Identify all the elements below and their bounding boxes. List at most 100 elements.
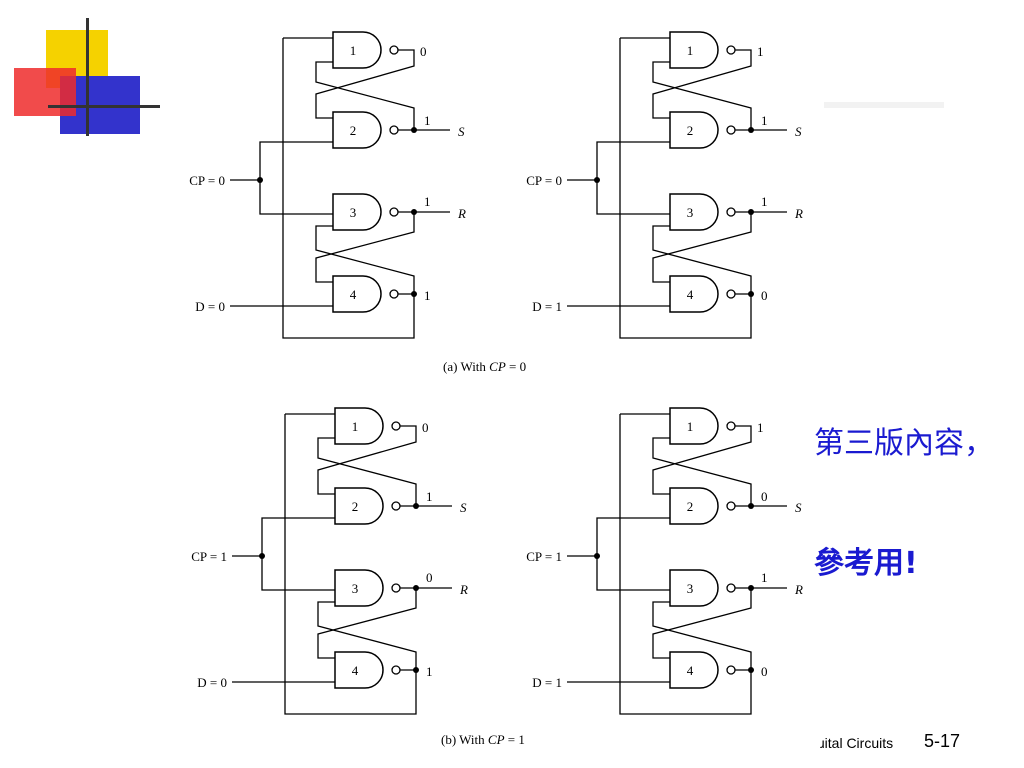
r-label: R xyxy=(794,582,803,597)
output-value-2: 1 xyxy=(424,113,431,128)
wire xyxy=(652,61,752,130)
output-value-1: 0 xyxy=(420,44,427,59)
output-value-3: 1 xyxy=(424,194,431,209)
gate-number: 2 xyxy=(687,499,694,514)
wire xyxy=(652,212,752,283)
inverter-bubble xyxy=(726,421,736,431)
inverter-bubble xyxy=(726,583,736,593)
output-value-1: 0 xyxy=(422,420,429,435)
output-value-1: 1 xyxy=(757,420,764,435)
note-line-1: 第三版內容， xyxy=(814,426,994,461)
wire xyxy=(284,414,417,715)
junction-dot xyxy=(748,291,754,297)
d-input-label: D = 0 xyxy=(197,675,227,690)
r-label: R xyxy=(459,582,468,597)
nand-gate-1 xyxy=(332,31,382,69)
inverter-bubble xyxy=(391,501,401,511)
output-value-3: 0 xyxy=(426,570,433,585)
s-label: S xyxy=(795,500,802,515)
inverter-bubble xyxy=(389,289,399,299)
cp-input-label: CP = 0 xyxy=(189,173,225,188)
junction-dot xyxy=(259,553,265,559)
inverter-bubble xyxy=(389,45,399,55)
caption-b: (b) With CP = 1 xyxy=(441,732,525,747)
junction-dot xyxy=(411,291,417,297)
nand-gate-3 xyxy=(332,193,382,231)
junction-dot xyxy=(413,585,419,591)
nand-gate-2 xyxy=(669,487,719,525)
junction-dot xyxy=(594,553,600,559)
wire xyxy=(261,517,335,591)
wire xyxy=(315,212,415,283)
output-value-4: 0 xyxy=(761,664,768,679)
output-value-2: 0 xyxy=(761,489,768,504)
wire xyxy=(317,601,417,670)
nand-gate-1 xyxy=(669,407,719,445)
junction-dot xyxy=(413,667,419,673)
inverter-bubble xyxy=(391,421,401,431)
output-value-2: 1 xyxy=(761,113,768,128)
gate-number: 4 xyxy=(352,663,359,678)
gate-number: 3 xyxy=(687,205,694,220)
wire xyxy=(317,425,417,495)
deco-vertical-line xyxy=(86,18,89,136)
inverter-bubble xyxy=(389,207,399,217)
output-value-4: 0 xyxy=(761,288,768,303)
nand-gate-4 xyxy=(332,275,382,313)
wire xyxy=(652,601,752,670)
gate-number: 4 xyxy=(687,287,694,302)
nand-gate-2 xyxy=(669,111,719,149)
gate-number: 3 xyxy=(687,581,694,596)
wire xyxy=(652,425,752,495)
d-input-label: D = 0 xyxy=(195,299,225,314)
gate-number: 2 xyxy=(350,123,357,138)
nand-gate-2 xyxy=(332,111,382,149)
wire xyxy=(282,38,415,339)
junction-dot xyxy=(594,177,600,183)
note-text: 第三版內容， 參考用! xyxy=(814,344,1019,624)
inverter-bubble xyxy=(726,665,736,675)
junction-dot xyxy=(748,503,754,509)
output-value-3: 1 xyxy=(761,570,768,585)
gate-number: 2 xyxy=(687,123,694,138)
d-input-label: D = 1 xyxy=(532,299,562,314)
wire xyxy=(315,49,415,119)
nand-gate-3 xyxy=(669,569,719,607)
note-line-2: 參考用! xyxy=(814,546,918,581)
junction-dot xyxy=(257,177,263,183)
output-value-4: 1 xyxy=(426,664,433,679)
nand-gate-4 xyxy=(334,651,384,689)
s-label: S xyxy=(460,500,467,515)
output-value-3: 1 xyxy=(761,194,768,209)
d-input-label: D = 1 xyxy=(532,675,562,690)
wire xyxy=(315,61,415,130)
caption-a: (a) With CP = 0 xyxy=(443,359,526,374)
nand-gate-4 xyxy=(669,651,719,689)
gate-number: 2 xyxy=(352,499,359,514)
nand-gate-1 xyxy=(334,407,384,445)
inverter-bubble xyxy=(726,501,736,511)
inverter-bubble xyxy=(726,289,736,299)
inverter-bubble xyxy=(726,45,736,55)
wire xyxy=(652,225,752,294)
s-label: S xyxy=(795,124,802,139)
junction-dot xyxy=(411,209,417,215)
wire xyxy=(619,414,752,715)
junction-dot xyxy=(748,127,754,133)
deco-horizontal-line xyxy=(48,105,160,108)
gate-number: 3 xyxy=(352,581,359,596)
wire xyxy=(596,517,670,591)
wire xyxy=(619,38,752,339)
deco-red-square xyxy=(14,68,76,116)
junction-dot xyxy=(413,503,419,509)
wire xyxy=(652,49,752,119)
inverter-bubble xyxy=(391,665,401,675)
wire xyxy=(652,588,752,659)
nand-gate-3 xyxy=(669,193,719,231)
output-value-2: 1 xyxy=(426,489,433,504)
nand-gate-1 xyxy=(669,31,719,69)
